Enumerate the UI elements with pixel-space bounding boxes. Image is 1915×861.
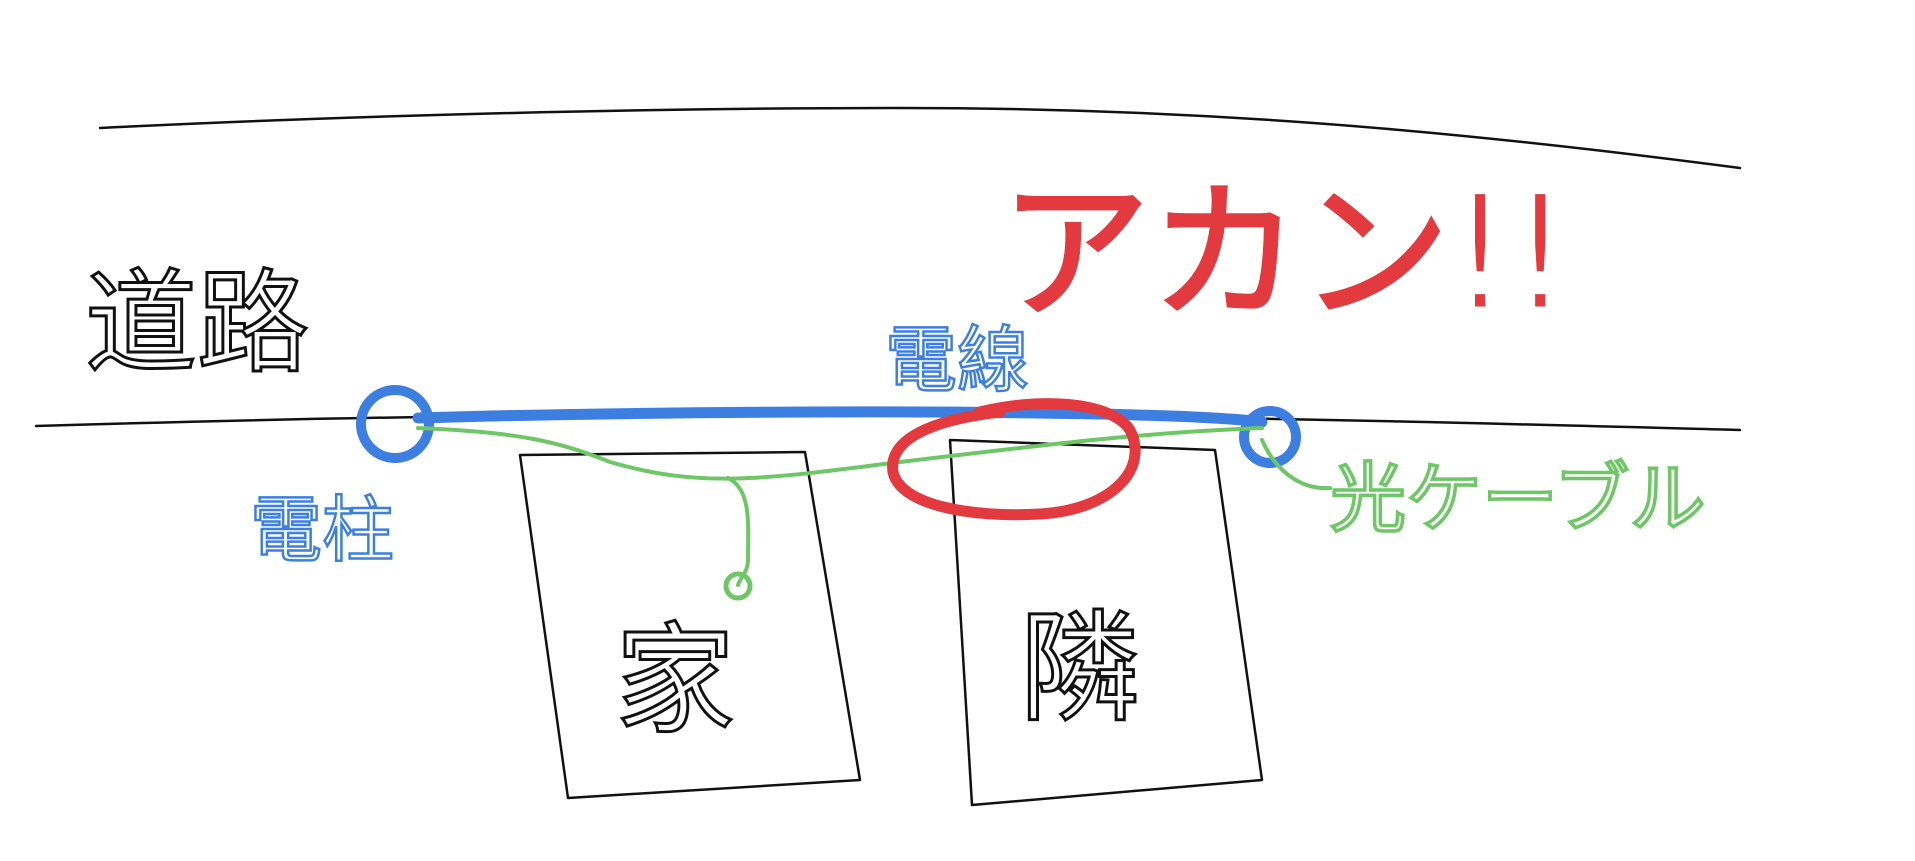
label-fiber-cable: 光ケーブル	[1330, 454, 1705, 543]
label-road: 道路	[85, 259, 309, 389]
power-wire	[412, 406, 1268, 428]
fiber-drop-to-house	[726, 476, 751, 587]
utility-pole-right	[1239, 406, 1301, 468]
utility-pole-left	[356, 385, 434, 463]
fiber-lead-to-label	[1260, 438, 1332, 491]
label-neighbor: 隣	[1020, 600, 1140, 739]
fiber-termination-icon	[723, 571, 753, 601]
house-outline	[518, 450, 862, 800]
label-utility-pole: 電柱	[250, 488, 394, 572]
label-house: 家	[615, 612, 735, 751]
problem-highlight-ellipse	[887, 398, 1141, 521]
fiber-cable	[416, 426, 1264, 481]
label-power-wire: 電線	[885, 318, 1029, 402]
neighbor-outline	[948, 438, 1264, 807]
label-alert: アカン!!	[1000, 167, 1570, 341]
road-upper-edge	[98, 106, 1742, 170]
